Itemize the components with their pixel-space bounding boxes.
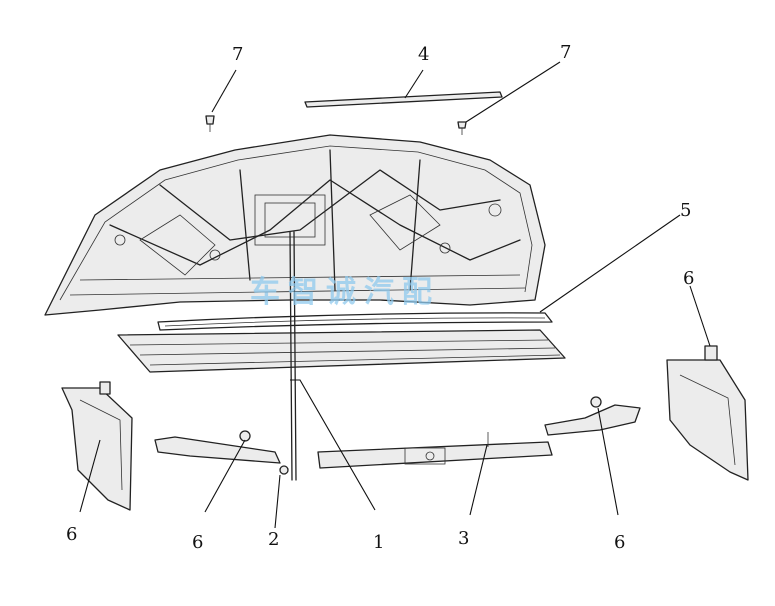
leader-3 [469, 444, 488, 516]
callout-6-left: 6 [66, 524, 77, 545]
bolt-right [457, 121, 467, 135]
callout-labels: 7 4 7 5 6 6 6 2 1 3 6 [66, 42, 694, 553]
callout-1: 1 [373, 532, 384, 553]
leader-6-right [689, 285, 711, 347]
hinge-bracket-left [154, 430, 281, 464]
callout-4: 4 [418, 44, 429, 65]
callout-6-right: 6 [683, 268, 694, 289]
hinge-assembly-right [666, 345, 749, 481]
callout-6-mid-right: 6 [614, 532, 625, 553]
callout-7-left: 7 [232, 44, 243, 65]
leader-6-mid-right [597, 407, 619, 516]
leader-7-left [211, 69, 237, 113]
callout-5: 5 [680, 200, 691, 221]
hood-front-strip [304, 91, 503, 108]
hood-prop-rod [279, 231, 297, 481]
watermark-text: 车智诚汽配 [250, 275, 440, 310]
callout-7-right: 7 [560, 42, 571, 63]
hood-seal-strip [157, 312, 553, 331]
leader-lines [79, 61, 711, 529]
hood-panel [44, 134, 546, 316]
bolt-left [205, 115, 215, 132]
leader-6-mid-left [204, 439, 246, 513]
leader-6-left [79, 439, 101, 513]
hinge-bracket-right [544, 396, 641, 436]
leader-2 [274, 474, 281, 529]
leader-1 [290, 379, 376, 511]
cowl-panel [117, 329, 566, 373]
leader-5 [539, 214, 681, 313]
hinge-assembly-left [61, 381, 133, 511]
callout-2: 2 [268, 529, 279, 550]
leader-7-right [465, 61, 561, 123]
callout-6-mid-left: 6 [192, 532, 203, 553]
leader-4 [404, 69, 424, 99]
hood-lock-crossmember [317, 432, 553, 469]
callout-3: 3 [458, 528, 469, 549]
